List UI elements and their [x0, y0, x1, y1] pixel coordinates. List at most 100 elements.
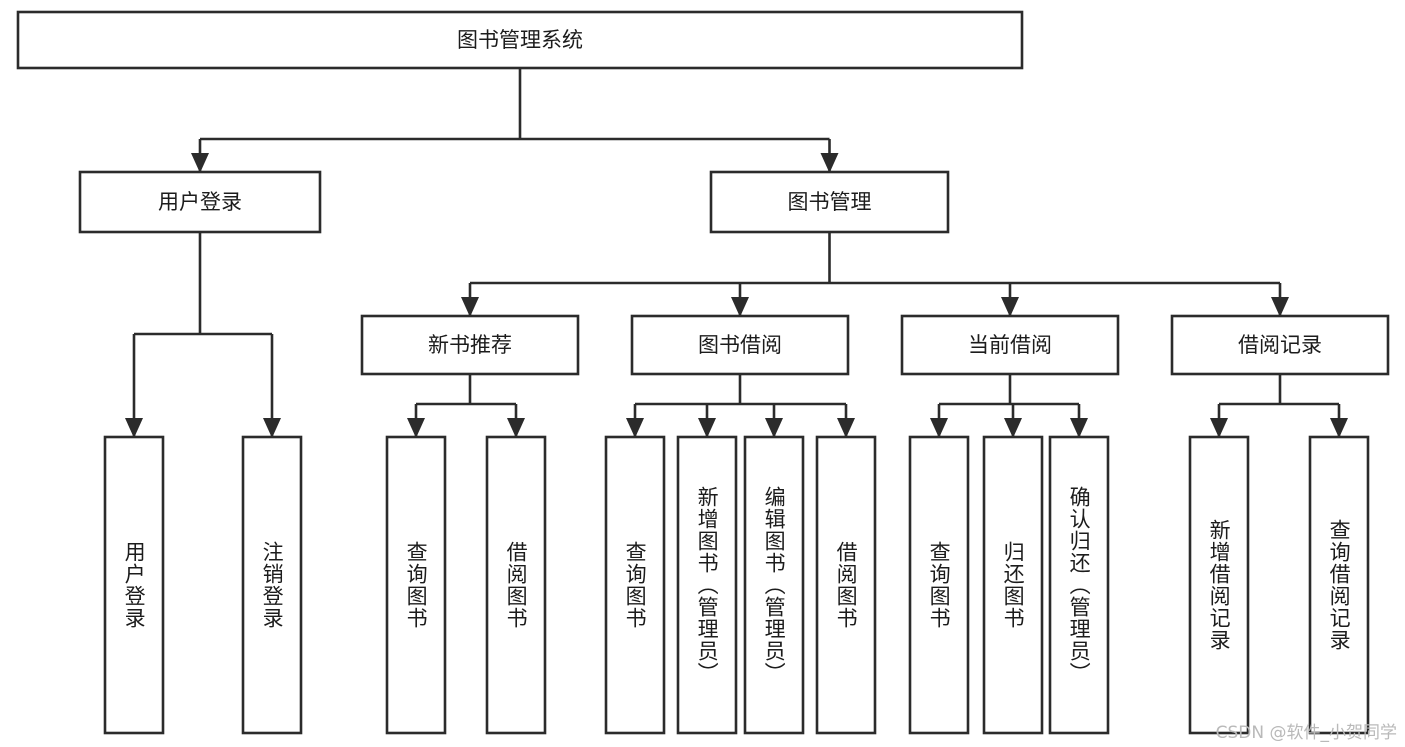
node-box-leaf-logout-login	[241, 435, 303, 735]
arrow-edge-bb-borrow	[837, 418, 855, 438]
node-label-user-login: 用户登录	[158, 190, 242, 214]
arrow-edge-bm-new-book-recommend	[461, 297, 479, 317]
node-label-leaf-add-borrow-record: 新增借阅记录	[1207, 519, 1232, 651]
arrow-edge-root-book-management	[820, 153, 839, 173]
node-leaf-borrow-book[interactable]: 借阅图书	[815, 435, 877, 735]
node-label-box-leaf-borrow-book: 借阅图书	[834, 541, 859, 629]
node-label-box-leaf-logout-login: 注销登录	[260, 541, 285, 629]
arrow-edge-nbr-query	[407, 418, 425, 438]
arrow-edge-bm-borrow-record	[1271, 297, 1289, 317]
node-label-new-book-recommend: 新书推荐	[428, 333, 512, 357]
node-label-leaf-query-book-current: 查询图书	[927, 541, 952, 629]
node-leaf-borrow-book-recommend[interactable]: 借阅图书	[485, 435, 547, 735]
node-box-leaf-borrow-book-recommend	[485, 435, 547, 735]
arrow-edge-bb-add	[698, 418, 716, 438]
arrow-edge-ul-leaf-user-login	[125, 418, 143, 438]
node-label-book-management: 图书管理	[788, 190, 872, 214]
edge-group-current-borrow	[930, 374, 1088, 438]
node-label-leaf-user-login: 用户登录	[122, 541, 147, 629]
node-leaf-query-book-recommend[interactable]: 查询图书	[385, 435, 447, 735]
arrow-edge-br-add	[1210, 418, 1228, 438]
node-label-leaf-return-book: 归还图书	[1001, 541, 1026, 629]
node-leaf-user-login[interactable]: 用户登录	[103, 435, 165, 735]
node-label-leaf-logout-login: 注销登录	[260, 541, 285, 629]
node-label-box-leaf-query-book-current: 查询图书	[927, 541, 952, 629]
node-borrow-record[interactable]: 借阅记录	[1170, 314, 1390, 376]
edge-group-book-borrow	[626, 374, 855, 438]
arrow-edge-ul-leaf-logout-login	[263, 418, 281, 438]
node-leaf-query-book-current[interactable]: 查询图书	[908, 435, 970, 735]
node-box-leaf-query-book-recommend	[385, 435, 447, 735]
node-label-leaf-query-book-recommend: 查询图书	[404, 541, 429, 629]
node-box-leaf-borrow-book	[815, 435, 877, 735]
node-label-box-leaf-confirm-return-admin: 确认归还（管理员）	[1067, 486, 1092, 684]
node-box-root	[16, 10, 1024, 70]
node-leaf-logout-login[interactable]: 注销登录	[241, 435, 303, 735]
arrow-edge-bm-current-borrow	[1001, 297, 1019, 317]
edge-group-user-login	[125, 232, 281, 438]
node-label-box-leaf-user-login: 用户登录	[122, 541, 147, 629]
arrow-edge-cb-confirm	[1070, 418, 1088, 438]
arrow-edge-root-user-login	[191, 153, 209, 173]
node-leaf-query-book-borrow[interactable]: 查询图书	[604, 435, 666, 735]
node-label-box-leaf-query-book-borrow: 查询图书	[623, 541, 648, 629]
node-box-user-login	[78, 170, 322, 234]
node-user-login[interactable]: 用户登录	[78, 170, 322, 234]
arrow-edge-bb-edit	[765, 418, 783, 438]
node-label-leaf-query-book-borrow: 查询图书	[623, 541, 648, 629]
node-current-borrow[interactable]: 当前借阅	[900, 314, 1120, 376]
node-leaf-add-borrow-record[interactable]: 新增借阅记录	[1188, 435, 1250, 735]
node-label-leaf-confirm-return-admin: 确认归还（管理员）	[1067, 486, 1092, 684]
node-leaf-confirm-return-admin[interactable]: 确认归还（管理员）	[1048, 435, 1110, 735]
connector-layer	[125, 68, 1348, 438]
arrow-edge-cb-return	[1004, 418, 1022, 438]
node-box-leaf-user-login	[103, 435, 165, 735]
node-label-box-leaf-return-book: 归还图书	[1001, 541, 1026, 629]
node-label-current-borrow: 当前借阅	[968, 333, 1052, 357]
node-box-borrow-record	[1170, 314, 1390, 376]
edge-group-book-management	[461, 232, 1289, 317]
node-label-leaf-edit-book-admin: 编辑图书（管理员）	[762, 486, 787, 684]
node-label-leaf-add-book-admin: 新增图书（管理员）	[695, 486, 720, 684]
node-book-borrow[interactable]: 图书借阅	[630, 314, 850, 376]
node-box-leaf-return-book	[982, 435, 1044, 735]
node-label-borrow-record: 借阅记录	[1238, 333, 1322, 357]
node-label-leaf-borrow-book-recommend: 借阅图书	[504, 541, 529, 629]
node-label-box-leaf-add-book-admin: 新增图书（管理员）	[695, 486, 720, 684]
node-label-leaf-query-borrow-record: 查询借阅记录	[1327, 519, 1352, 651]
edge-group-root	[191, 68, 839, 173]
node-box-leaf-query-borrow-record	[1308, 435, 1370, 735]
node-layer: 图书管理系统用户登录图书管理新书推荐图书借阅当前借阅借阅记录用户登录注销登录查询…	[16, 10, 1390, 735]
node-label-box-leaf-borrow-book-recommend: 借阅图书	[504, 541, 529, 629]
arrow-edge-bb-query	[626, 418, 644, 438]
node-leaf-add-book-admin[interactable]: 新增图书（管理员）	[676, 435, 738, 735]
arrow-edge-cb-query	[930, 418, 948, 438]
node-label-box-leaf-query-book-recommend: 查询图书	[404, 541, 429, 629]
node-box-leaf-confirm-return-admin	[1048, 435, 1110, 735]
node-new-book-recommend[interactable]: 新书推荐	[360, 314, 580, 376]
node-box-book-management	[709, 170, 950, 234]
node-label-box-leaf-edit-book-admin: 编辑图书（管理员）	[762, 486, 787, 684]
node-leaf-return-book[interactable]: 归还图书	[982, 435, 1044, 735]
arrow-edge-nbr-borrow	[507, 418, 525, 438]
node-box-new-book-recommend	[360, 314, 580, 376]
node-label-leaf-borrow-book: 借阅图书	[834, 541, 859, 629]
node-box-leaf-add-borrow-record	[1188, 435, 1250, 735]
node-label-root: 图书管理系统	[457, 28, 583, 52]
edge-group-new-book-recommend	[407, 374, 525, 438]
edge-group-borrow-record	[1210, 374, 1348, 438]
node-book-management[interactable]: 图书管理	[709, 170, 950, 234]
node-box-leaf-query-book-borrow	[604, 435, 666, 735]
node-leaf-edit-book-admin[interactable]: 编辑图书（管理员）	[743, 435, 805, 735]
node-label-book-borrow: 图书借阅	[698, 333, 782, 357]
node-box-current-borrow	[900, 314, 1120, 376]
node-box-leaf-add-book-admin	[676, 435, 738, 735]
node-box-leaf-edit-book-admin	[743, 435, 805, 735]
node-label-box-leaf-query-borrow-record: 查询借阅记录	[1327, 519, 1352, 651]
node-root[interactable]: 图书管理系统	[16, 10, 1024, 70]
arrow-edge-br-query	[1330, 418, 1348, 438]
arrow-edge-bm-book-borrow	[731, 297, 749, 317]
node-leaf-query-borrow-record[interactable]: 查询借阅记录	[1308, 435, 1370, 735]
